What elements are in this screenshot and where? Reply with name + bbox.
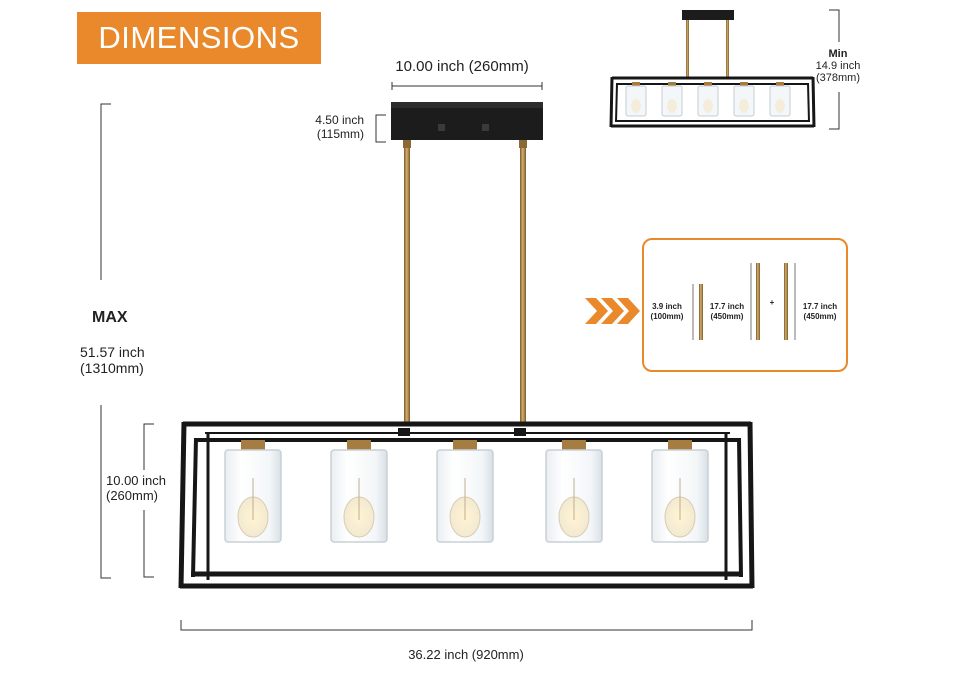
max-height-label: 51.57 inch (1310mm)	[80, 344, 145, 376]
frame-height-mm: (260mm)	[106, 487, 159, 503]
rod-1-inch: 3.9 inch	[652, 302, 682, 311]
cage-frame	[178, 421, 755, 589]
lamp-5	[651, 440, 709, 543]
rod-2-inch: 17.7 inch	[709, 302, 745, 311]
max-height-mm: (1310mm)	[80, 360, 144, 377]
max-label: MAX	[92, 309, 128, 326]
max-height-inch: 51.57 inch	[80, 344, 145, 360]
extension-arrow-icon	[585, 298, 640, 324]
canopy-drop-mm: (115mm)	[316, 126, 364, 141]
max-height-bracket	[100, 103, 111, 579]
frame-width-dimension-line	[180, 620, 753, 631]
canopy	[391, 102, 543, 140]
rod-3-label: 17.7 inch (450mm)	[797, 302, 843, 321]
min-view-fixture	[609, 10, 816, 128]
rod-2-mm: (450mm)	[710, 311, 744, 321]
rod-1-mm: (100mm)	[650, 311, 684, 321]
min-height-label: Min 14.9 inch (378mm)	[805, 48, 871, 84]
min-label: Min	[828, 48, 848, 60]
canopy-drop-bracket	[375, 114, 386, 143]
rod-3-inch: 17.7 inch	[802, 302, 838, 311]
rod-1-label: 3.9 inch (100mm)	[645, 302, 689, 321]
rod-diagrams	[692, 263, 796, 340]
frame-width-label: 36.22 inch (920mm)	[408, 647, 524, 662]
min-view-lamps	[625, 82, 791, 117]
canopy-drop-inch: 4.50 inch	[315, 113, 364, 127]
suspension-rods	[403, 140, 527, 423]
dimensions-banner: DIMENSIONS	[77, 12, 321, 64]
frame-height-label: 10.00 inch (260mm)	[106, 473, 166, 504]
rod-3-mm: (450mm)	[803, 311, 837, 321]
frame-height-inch: 10.00 inch	[106, 473, 166, 488]
lamp-1	[224, 440, 282, 543]
lamp-4	[545, 440, 603, 543]
lamp-2	[330, 440, 388, 543]
rods-plus-sign: +	[769, 298, 775, 307]
canopy-width-label: 10.00 inch (260mm)	[395, 58, 529, 75]
rod-2-label: 17.7 inch (450mm)	[704, 302, 750, 321]
lamp-3	[436, 440, 494, 543]
canopy-drop-label: 4.50 inch (115mm)	[282, 113, 364, 142]
min-height-inch: 14.9 inch	[815, 60, 861, 73]
frame-height-bracket	[143, 423, 154, 578]
min-height-mm: (378mm)	[815, 72, 860, 85]
canopy-width-dimension-line	[391, 82, 543, 90]
min-height-bracket	[829, 9, 840, 130]
rods-panel	[642, 238, 848, 372]
